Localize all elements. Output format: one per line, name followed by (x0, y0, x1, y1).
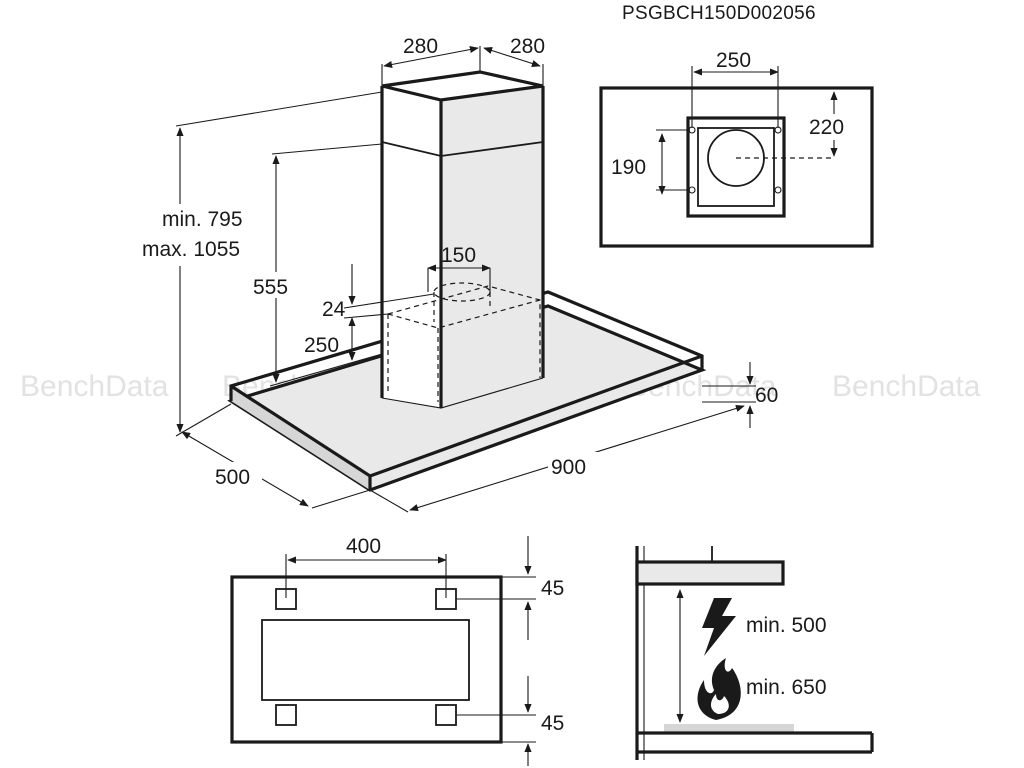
flame-icon (697, 658, 741, 720)
dimension-label: 190 (611, 156, 646, 179)
dimension-label: 24 (322, 298, 346, 321)
dimension-label: 500 (215, 466, 250, 489)
product-code: PSGBCH150D002056 (622, 3, 816, 24)
mounting-bracket-view: 250 220 190 (599, 49, 874, 248)
canopy-edge (229, 290, 704, 401)
extension-line (369, 489, 409, 513)
dimension-label: 45 (541, 577, 564, 600)
label-backdrop (212, 462, 262, 488)
flame-icon-inner (711, 694, 729, 714)
dimension-label: max. 1055 (142, 238, 240, 261)
hood-isometric-view: 280 280 min. 795 max. 1055 555 150 24 25… (140, 35, 778, 513)
mounting-hole (275, 704, 297, 726)
lightning-icon (702, 598, 736, 656)
dimension-label: 280 (510, 35, 545, 58)
watermark-text: BenchData (832, 370, 981, 403)
clearance-gas-label: min. 650 (746, 676, 827, 699)
dimension-label: 45 (541, 712, 564, 735)
chimney-side-face (441, 86, 543, 408)
cooktop-surface (664, 724, 794, 732)
bracket-plate (686, 116, 786, 218)
chimney-joint-line (381, 141, 544, 157)
underside-panel (230, 575, 503, 744)
extension-line (175, 403, 232, 437)
dimension-label: 250 (304, 334, 339, 357)
label-backdrop (140, 204, 270, 266)
dimension-label: 250 (716, 49, 751, 72)
dimension-label: 60 (755, 384, 778, 407)
extension-line (343, 293, 435, 309)
extension-line (269, 353, 383, 387)
hood-canopy-side-outline (635, 560, 785, 586)
bracket-inner (697, 127, 775, 207)
dimension-label: min. 795 (162, 208, 243, 231)
dimension-label: 280 (403, 35, 438, 58)
hood-canopy-side (637, 562, 783, 584)
dimension-label: 555 (253, 276, 288, 299)
watermark-text: BenchData (20, 370, 169, 403)
mounting-hole (435, 704, 457, 726)
extension-line (271, 143, 383, 155)
extension-line (311, 489, 371, 509)
dimension-line (483, 47, 541, 67)
label-backdrop (250, 272, 300, 298)
clearance-side-view: min. 500 min. 650 (635, 546, 874, 760)
hood-underside-view: 400 45 45 (230, 535, 564, 766)
label-backdrop (806, 114, 856, 140)
ceiling-panel (599, 86, 874, 248)
filter-area (261, 619, 470, 701)
clearance-electric-label: min. 500 (746, 614, 827, 637)
dimension-line (383, 45, 479, 69)
label-backdrop (610, 154, 658, 180)
screw-hole (774, 186, 782, 194)
motor-box-hidden (387, 285, 541, 378)
dimension-label: 900 (551, 456, 586, 479)
dimension-label: 150 (441, 244, 476, 267)
extension-line (175, 91, 383, 127)
dimension-label: 400 (346, 535, 381, 558)
label-backdrop (548, 452, 598, 478)
extension-line (343, 313, 389, 319)
dimension-label: 220 (809, 116, 844, 139)
